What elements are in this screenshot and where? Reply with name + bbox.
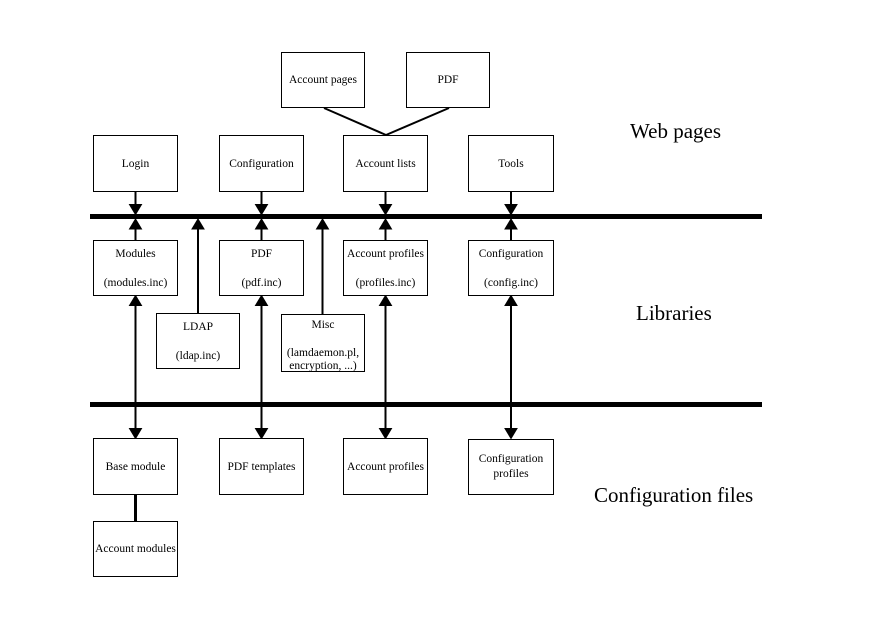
arrowhead-up-icon (128, 294, 143, 306)
misc-arrow (315, 218, 330, 315)
arrowhead-up-icon (254, 294, 269, 306)
arrowhead-up-icon (254, 218, 269, 230)
arrowhead-up-icon (504, 294, 518, 306)
arrowhead-up-icon (378, 218, 393, 230)
arrowhead-down-icon (128, 428, 143, 440)
box-label: Account pages (288, 74, 358, 86)
box-sublabel: (ldap.inc) (175, 349, 221, 362)
box-label: Misc (311, 319, 335, 331)
arrowhead-up-icon (504, 218, 518, 230)
box-label: Configuration (478, 453, 544, 465)
box-label: PDF (437, 74, 459, 86)
node-config-profiles-file: Configuration profiles (468, 439, 554, 495)
connector-pdf-to-account-lists (385, 107, 450, 136)
box-label: Account profiles (347, 460, 424, 473)
arrowhead-down-icon (128, 204, 143, 216)
arrowhead-down-icon (254, 428, 269, 440)
box-label: Account lists (355, 157, 416, 170)
column-4-arrows (504, 191, 518, 440)
arrowhead-up-icon (191, 218, 205, 230)
arrowhead-down-icon (378, 428, 393, 440)
ldap-arrow (191, 218, 205, 314)
arrowhead-down-icon (504, 428, 518, 440)
node-ldap-lib: LDAP (ldap.inc) (156, 313, 240, 369)
column-1-arrows (128, 191, 143, 440)
box-label: PDF (250, 247, 273, 260)
box-sublabel: (profiles.inc) (355, 276, 416, 289)
box-label: Configuration (229, 157, 294, 170)
arrowhead-up-icon (315, 218, 330, 230)
node-account-profiles-file: Account profiles (343, 438, 428, 495)
box-label: Configuration (478, 247, 544, 260)
arrowhead-down-icon (378, 204, 393, 216)
section-label-web-pages: Web pages (630, 119, 722, 143)
node-configuration-page: Configuration (219, 135, 304, 192)
node-account-modules: Account modules (93, 521, 178, 577)
box-label: LDAP (182, 320, 214, 333)
node-account-lists: Account lists (343, 135, 428, 192)
arrowhead-up-icon (128, 218, 143, 230)
arrowhead-down-icon (504, 204, 518, 216)
connector-account-pages-to-account-lists (323, 107, 387, 136)
node-pdf-templates: PDF templates (219, 438, 304, 495)
box-label: Account profiles (347, 247, 424, 260)
box-sublabel: (pdf.inc) (241, 276, 282, 289)
arrowhead-up-icon (378, 294, 393, 306)
node-misc-lib: Misc (lamdaemon.pl, encryption, ...) (281, 314, 365, 372)
node-login: Login (93, 135, 178, 192)
node-modules-lib: Modules (modules.inc) (93, 240, 178, 296)
box-label: Modules (115, 247, 156, 260)
node-pdf-lib: PDF (pdf.inc) (219, 240, 304, 296)
box-sublabel: (lamdaemon.pl, (286, 346, 360, 359)
box-sublabel: encryption, ...) (289, 360, 357, 372)
box-label: Base module (105, 460, 166, 473)
column-3-arrows (378, 191, 393, 440)
box-label: PDF templates (227, 460, 296, 473)
box-sublabel: (modules.inc) (103, 276, 168, 289)
section-label-libraries: Libraries (636, 301, 712, 325)
column-2-arrows (254, 191, 269, 440)
box-label: Login (121, 157, 150, 170)
box-label: Tools (498, 157, 524, 170)
node-tools: Tools (468, 135, 554, 192)
node-config-lib: Configuration (config.inc) (468, 240, 554, 296)
section-label-configuration-files: Configuration files (594, 483, 754, 507)
node-profiles-lib: Account profiles (profiles.inc) (343, 240, 428, 296)
node-base-module: Base module (93, 438, 178, 495)
box-sublabel: profiles (493, 468, 529, 480)
box-sublabel: (config.inc) (484, 276, 538, 289)
arrowhead-down-icon (254, 204, 269, 216)
box-label: Account modules (95, 543, 176, 555)
node-account-pages: Account pages (281, 52, 365, 108)
node-pdf-page: PDF (406, 52, 490, 108)
